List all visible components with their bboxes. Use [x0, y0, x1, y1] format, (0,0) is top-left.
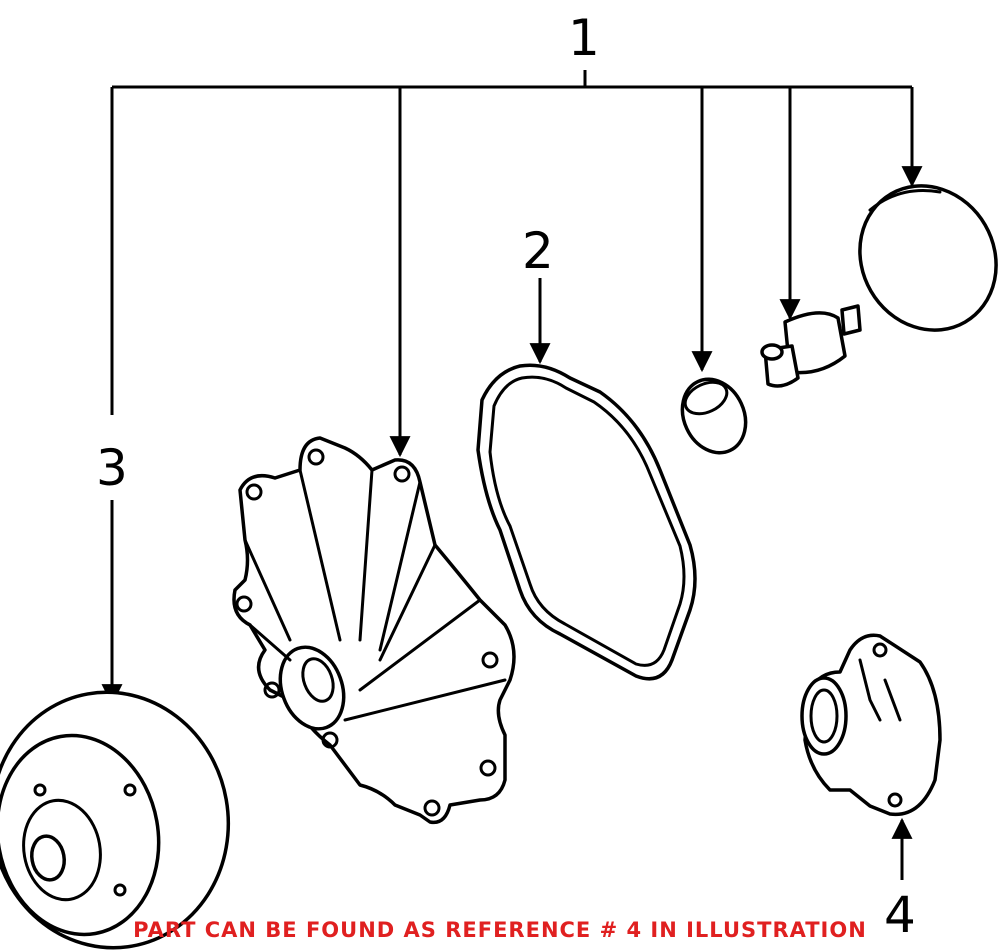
pulley [0, 690, 231, 950]
thermostat-housing [800, 633, 942, 817]
callout-number-2: 2 [522, 222, 554, 280]
callout-number-3: 3 [96, 439, 128, 497]
gasket [476, 363, 697, 681]
callout-number-4: 4 [884, 886, 916, 944]
callout-1-leaders [101, 70, 923, 706]
water-pump-housing [232, 436, 516, 825]
sensor-plug [760, 304, 862, 388]
cover-plate [858, 184, 998, 332]
core-plug [680, 377, 748, 455]
reference-notice: PART CAN BE FOUND AS REFERENCE # 4 IN IL… [133, 918, 867, 942]
callout-number-1: 1 [568, 9, 600, 67]
